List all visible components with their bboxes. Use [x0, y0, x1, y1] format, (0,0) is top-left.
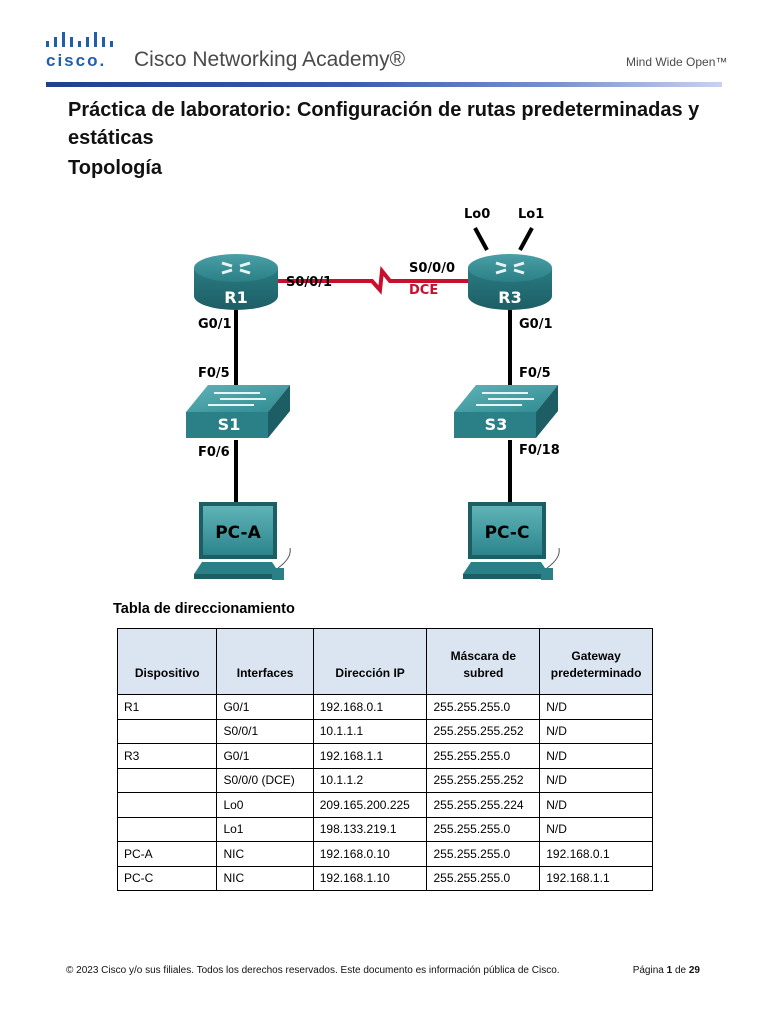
table-cell [116, 767, 218, 793]
table-cell: N/D [539, 816, 653, 842]
router-r3-label: R3 [498, 288, 521, 307]
table-cell: N/D [539, 694, 653, 720]
page-indicator: Página 1 de 29 [633, 965, 700, 976]
table-cell: 255.255.255.224 [426, 792, 541, 818]
table-cell: 255.255.255.0 [426, 694, 541, 720]
column-header: Dispositivo [116, 628, 218, 695]
port-label-r1-s001: S0/0/1 [286, 275, 332, 290]
table-cell: 255.255.255.0 [426, 841, 541, 867]
column-header: Dirección IP [312, 628, 428, 695]
table-cell: N/D [539, 792, 653, 818]
page-number: 1 [666, 965, 673, 976]
table-cell: 192.168.0.1 [312, 694, 428, 720]
table-cell: 192.168.0.1 [539, 841, 653, 867]
pc-a-icon [194, 502, 291, 580]
table-cell: 255.255.255.0 [426, 743, 541, 769]
table-row: PC-A NIC 192.168.0.10 255.255.255.0 192.… [116, 841, 653, 867]
port-label-s1-f05: F0/5 [198, 366, 230, 381]
table-cell: 10.1.1.1 [312, 718, 428, 744]
table-cell: R1 [116, 694, 218, 720]
table-cell: 198.133.219.1 [312, 816, 428, 842]
table-row: PC-C NIC 192.168.1.10 255.255.255.0 192.… [116, 865, 653, 891]
table-cell [116, 718, 218, 744]
pc-c-label: PC-C [485, 523, 530, 543]
page-word: Página [632, 965, 664, 976]
table-cell: 255.255.255.252 [426, 718, 541, 744]
column-header: Interfaces [216, 628, 314, 695]
router-r1-label: R1 [224, 288, 247, 307]
page-total: 29 [688, 965, 700, 976]
table-cell: Lo0 [216, 792, 314, 818]
table-caption: Tabla de direccionamiento [113, 601, 295, 617]
page-of: de [674, 965, 687, 976]
page-header: cisco. Cisco Networking Academy® Mind Wi… [0, 0, 768, 90]
column-header: Máscara de subred [426, 628, 541, 695]
port-label-r3-g01: G0/1 [519, 317, 553, 332]
table-cell: N/D [539, 718, 653, 744]
table-cell: S0/0/1 [216, 718, 314, 744]
table-cell: 255.255.255.0 [426, 865, 541, 891]
table-row: S0/0/1 10.1.1.1 255.255.255.252 N/D [116, 718, 653, 744]
table-cell: R3 [116, 743, 218, 769]
table-cell: G0/1 [216, 743, 314, 769]
pc-c-icon [463, 502, 560, 580]
serial-link [272, 265, 470, 295]
column-header: Gateway predeterminado [539, 628, 653, 695]
cisco-logo-text: cisco. [46, 51, 107, 70]
table-cell: PC-C [116, 865, 218, 891]
router-r1-icon [194, 254, 278, 310]
table-row: R1 G0/1 192.168.0.1 255.255.255.0 N/D [116, 694, 653, 720]
table-cell: NIC [216, 865, 314, 891]
cisco-bars-icon [46, 32, 113, 47]
port-label-r3-s000: S0/0/0 [409, 261, 455, 276]
table-cell: 192.168.1.1 [312, 743, 428, 769]
table-cell: 192.168.1.10 [312, 865, 428, 891]
section-heading-topology: Topología [68, 157, 163, 179]
table-cell: 209.165.200.225 [312, 792, 428, 818]
port-label-r1-g01: G0/1 [198, 317, 232, 332]
table-cell: Lo1 [216, 816, 314, 842]
tagline: Mind Wide Open™ [626, 55, 728, 69]
table-cell [116, 816, 218, 842]
academy-name: Cisco Networking Academy® [134, 48, 406, 71]
header-divider [46, 82, 722, 87]
copyright-notice: © 2023 Cisco y/o sus filiales. Todos los… [66, 965, 560, 976]
dce-label: DCE [409, 283, 438, 298]
table-row: Lo1 198.133.219.1 255.255.255.0 N/D [116, 816, 653, 842]
port-label-r3-lo0: Lo0 [464, 207, 490, 222]
table-cell: NIC [216, 841, 314, 867]
switch-s3-icon [454, 385, 558, 438]
topology-diagram: R1 R3 S1 S3 [186, 207, 560, 580]
switch-s1-label: S1 [218, 415, 241, 434]
port-label-s3-f05: F0/5 [519, 366, 551, 381]
table-cell: 255.255.255.0 [426, 816, 541, 842]
document-title: Práctica de laboratorio: Configuración d… [68, 99, 700, 149]
table-cell [116, 792, 218, 818]
table-cell: 192.168.0.10 [312, 841, 428, 867]
table-cell: N/D [539, 743, 653, 769]
pc-a-label: PC-A [215, 523, 261, 543]
port-label-s3-f018: F0/18 [519, 443, 560, 458]
page-footer: © 2023 Cisco y/o sus filiales. Todos los… [66, 965, 706, 976]
table-row: Lo0 209.165.200.225 255.255.255.224 N/D [116, 792, 653, 818]
table-header-row: Dispositivo Interfaces Dirección IP Másc… [116, 628, 653, 695]
addressing-table: Dispositivo Interfaces Dirección IP Másc… [116, 628, 653, 891]
port-label-r3-lo1: Lo1 [518, 207, 544, 222]
table-row: S0/0/0 (DCE) 10.1.1.2 255.255.255.252 N/… [116, 767, 653, 793]
ethernet-links [234, 227, 534, 508]
router-r3-icon [468, 254, 552, 310]
table-row: R3 G0/1 192.168.1.1 255.255.255.0 N/D [116, 743, 653, 769]
table-cell: PC-A [116, 841, 218, 867]
table-cell: S0/0/0 (DCE) [216, 767, 314, 793]
table-cell: 192.168.1.1 [539, 865, 653, 891]
switch-s1-icon [186, 385, 290, 438]
table-cell: 10.1.1.2 [312, 767, 428, 793]
table-cell: G0/1 [216, 694, 314, 720]
port-label-s1-f06: F0/6 [198, 445, 230, 460]
table-cell: 255.255.255.252 [426, 767, 541, 793]
switch-s3-label: S3 [485, 415, 508, 434]
table-cell: N/D [539, 767, 653, 793]
